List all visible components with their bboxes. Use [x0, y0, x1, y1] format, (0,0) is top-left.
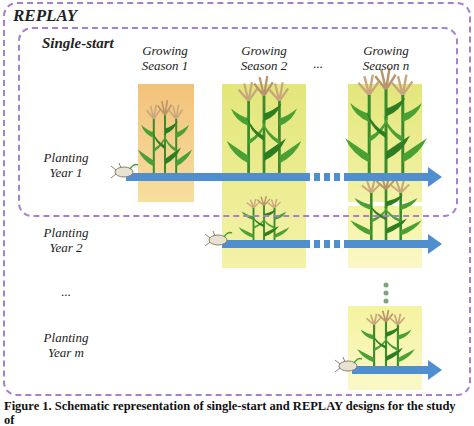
corn-plant [345, 68, 427, 176]
column-header: Growing Season 2 [232, 43, 296, 73]
region-title: Single-start [42, 35, 114, 52]
corn-plant [350, 176, 421, 244]
corn-plant [239, 196, 290, 244]
column-header: Growing Season 1 [133, 43, 197, 73]
row-label: Planting Year 1 [35, 150, 97, 180]
ellipsis-dot [384, 299, 389, 304]
ellipsis-dot [384, 283, 389, 288]
season-panel [138, 84, 194, 202]
row-label: Planting Year m [35, 330, 97, 360]
season-panel [348, 306, 422, 390]
ellipsis: ... [303, 56, 333, 71]
corn-plant [357, 310, 415, 370]
timeline-arrow [126, 167, 442, 187]
corn-plant [138, 100, 192, 176]
ellipsis: ... [51, 284, 81, 299]
timeline-arrow [352, 360, 442, 380]
figure-caption: Figure 1. Schematic representation of si… [4, 399, 466, 426]
seed-icon [111, 163, 138, 178]
seed-icon [335, 357, 362, 372]
column-header: Growing Season n [354, 43, 418, 73]
ellipsis-dot [384, 291, 389, 296]
corn-plant [227, 76, 302, 176]
row-label: Planting Year 2 [35, 225, 97, 255]
region-title: REPLAY [13, 6, 77, 26]
seed-icon [205, 231, 232, 246]
timeline-arrow [222, 234, 442, 254]
